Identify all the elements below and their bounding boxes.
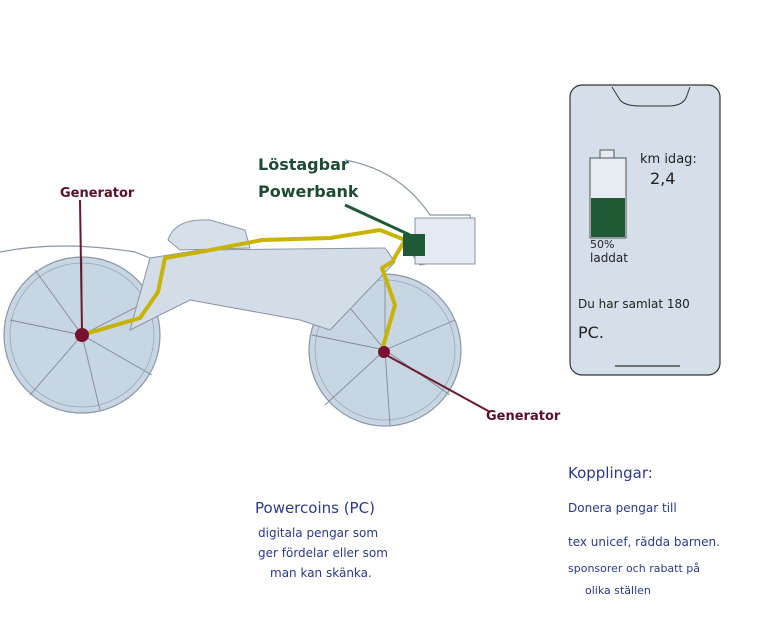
generator-right-label: Generator xyxy=(486,409,561,424)
fender-left xyxy=(0,245,151,259)
generator-right-pointer xyxy=(387,355,491,413)
powercoins-line2: ger fördelar eller som xyxy=(258,546,388,560)
generator-right-dot xyxy=(378,346,390,358)
generator-left-pointer xyxy=(79,199,83,331)
wire-harness xyxy=(80,228,407,352)
battery-label: laddat xyxy=(590,251,628,265)
km-today-value: 2,4 xyxy=(650,169,675,188)
partners-line1: Donera pengar till xyxy=(568,501,677,515)
partners-line3: sponsorer och rabatt på xyxy=(568,562,700,575)
powerbank-label-line1: Löstagbar xyxy=(258,155,349,174)
powercoins-line3: man kan skänka. xyxy=(270,566,372,580)
powercoins-line1: digitala pengar som xyxy=(258,526,378,540)
generator-left-dot xyxy=(75,328,89,342)
powercoins-title: Powercoins (PC) xyxy=(255,499,375,517)
powerbank-pointer xyxy=(344,203,411,237)
partners-line4: olika ställen xyxy=(585,584,651,597)
total-collected-unit: PC. xyxy=(578,323,604,342)
partners-title: Kopplingar: xyxy=(568,464,653,482)
bike-frame xyxy=(129,247,396,331)
phone-mockup xyxy=(569,84,721,376)
total-collected-text: Du har samlat 180 xyxy=(578,297,690,311)
battery-fill xyxy=(591,198,625,237)
partners-line2: tex unicef, rädda barnen. xyxy=(568,535,720,549)
km-today-label: km idag: xyxy=(640,152,697,167)
battery-percent: 50% xyxy=(590,238,614,251)
powerbank xyxy=(403,234,425,256)
generator-left-label: Generator xyxy=(60,186,135,201)
powerbank-label-line2: Powerbank xyxy=(258,182,359,201)
